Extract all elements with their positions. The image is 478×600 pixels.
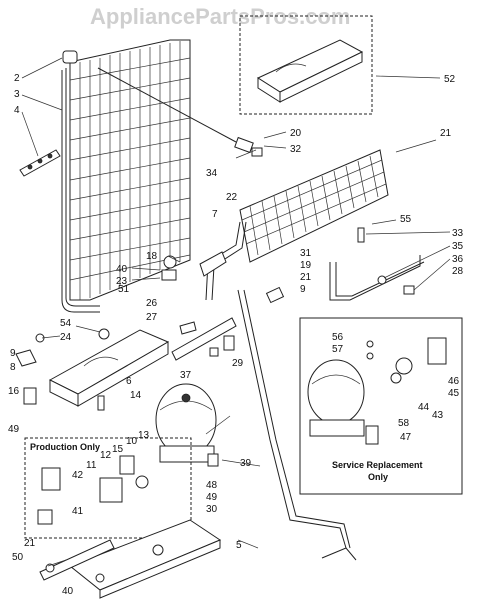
callout-50: 50 — [12, 552, 24, 563]
service-box-title-2: Only — [368, 472, 388, 482]
callout-6: 6 — [126, 376, 132, 387]
small-parts — [15, 255, 285, 411]
callout-15: 15 — [112, 444, 124, 455]
compressor-part-37 — [155, 383, 217, 463]
callout-11: 11 — [86, 460, 97, 471]
callout-26: 26 — [146, 298, 158, 309]
callout-46: 46 — [448, 376, 460, 387]
base-plate-part-30 — [39, 453, 222, 599]
callout-40b: 40 — [62, 586, 74, 597]
callout-33: 33 — [452, 228, 464, 239]
tubing-part-7 — [199, 221, 247, 301]
callout-56: 56 — [332, 332, 344, 343]
callout-37: 37 — [180, 370, 192, 381]
callout-51: 51 — [118, 284, 130, 295]
callout-45: 45 — [448, 388, 460, 399]
callout-32: 32 — [290, 144, 302, 155]
callout-23: 23 — [116, 276, 128, 287]
callout-52: 52 — [444, 74, 456, 85]
callout-29: 29 — [232, 358, 244, 369]
callout-48: 48 — [206, 480, 218, 491]
callout-44: 44 — [418, 402, 430, 413]
bracket-part-4 — [19, 149, 61, 177]
callout-54: 54 — [60, 318, 72, 329]
callout-21c: 21 — [24, 538, 36, 549]
clip-part-2 — [62, 50, 78, 64]
callout-4: 4 — [14, 105, 20, 116]
callout-9: 9 — [10, 348, 16, 359]
callout-27: 27 — [146, 312, 158, 323]
callout-58: 58 — [398, 418, 410, 429]
leader-lines — [21, 57, 451, 567]
callout-12: 12 — [100, 450, 112, 461]
leader-2 — [97, 67, 237, 143]
callout-13: 13 — [138, 430, 150, 441]
connector-part-20 — [234, 136, 263, 157]
callout-35: 35 — [452, 241, 464, 252]
callout-10: 10 — [126, 436, 138, 447]
evaporator-coil — [239, 149, 389, 263]
callout-3: 3 — [14, 89, 20, 100]
callout-5: 5 — [236, 540, 242, 551]
callout-7: 7 — [212, 209, 218, 220]
callout-21a: 21 — [440, 128, 452, 139]
tube-assembly — [329, 227, 425, 301]
callout-34: 34 — [206, 168, 218, 179]
callout-16: 16 — [8, 386, 20, 397]
callout-55: 55 — [400, 214, 412, 225]
callout-19: 19 — [300, 260, 312, 271]
callout-39: 39 — [240, 458, 252, 469]
callout-28: 28 — [452, 266, 464, 277]
callout-47: 47 — [400, 432, 412, 443]
callout-8: 8 — [10, 362, 16, 373]
callout-30: 30 — [206, 504, 218, 515]
service-box-title-1: Service Replacement — [332, 460, 423, 470]
production-only-title: Production Only — [30, 442, 100, 452]
callout-24: 24 — [60, 332, 72, 343]
drain-pan-box — [239, 15, 373, 115]
callout-22: 22 — [226, 192, 238, 203]
condenser-coil — [61, 39, 191, 313]
callout-43: 43 — [432, 410, 444, 421]
callout-18: 18 — [146, 251, 158, 262]
callout-41: 41 — [72, 506, 84, 517]
callout-49a: 49 — [8, 424, 20, 435]
drain-pan-part-51 — [48, 329, 170, 407]
callout-57: 57 — [332, 344, 344, 355]
callout-20: 20 — [290, 128, 302, 139]
callout-numbers: 2 3 4 52 21 20 32 34 22 7 55 33 35 36 28… — [8, 73, 464, 597]
callout-14: 14 — [130, 390, 142, 401]
callout-49b: 49 — [206, 492, 218, 503]
callout-36: 36 — [452, 254, 464, 265]
callout-40a: 40 — [116, 264, 128, 275]
callout-21b: 21 — [300, 272, 312, 283]
drain-tube-part-5 — [237, 289, 357, 561]
callout-42: 42 — [72, 470, 84, 481]
production-only-box: Production Only — [24, 437, 192, 539]
service-replacement-box: Service Replacement Only — [299, 317, 463, 495]
callout-9b: 9 — [300, 284, 306, 295]
callout-2: 2 — [14, 73, 20, 84]
callout-31: 31 — [300, 248, 312, 259]
